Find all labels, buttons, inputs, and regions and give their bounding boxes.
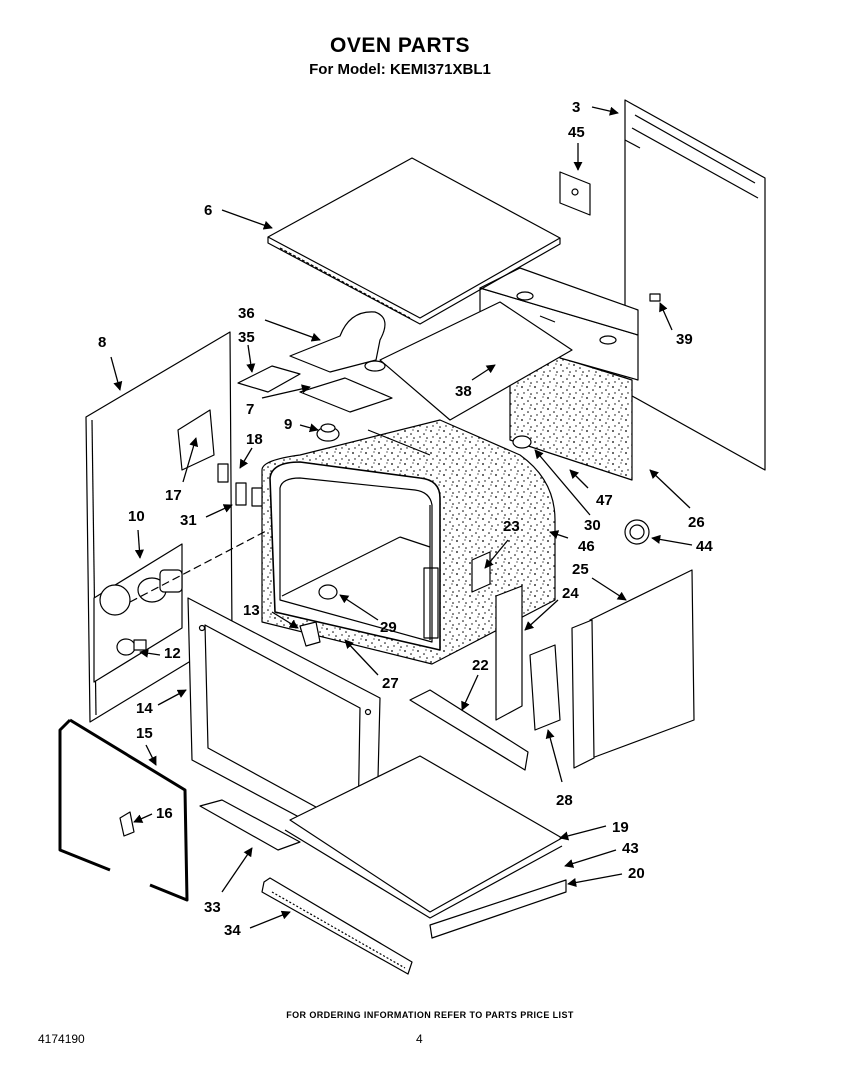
model-subtitle: For Model: KEMI371XBL1: [309, 61, 491, 78]
ordering-info-note: FOR ORDERING INFORMATION REFER TO PARTS …: [286, 1010, 574, 1020]
part-vent-9: [316, 423, 340, 442]
callout-17: 17: [165, 487, 182, 504]
callout-33: 33: [204, 899, 221, 916]
part-trim-43: [284, 829, 563, 919]
document-number: 4174190: [38, 1032, 85, 1046]
callout-7: 7: [246, 401, 254, 418]
callout-23: 23: [503, 518, 520, 535]
part-shield-38: [379, 301, 573, 421]
callout-labels: 3 45 6 39 8 36 35 38 7 9 18 17 31 47 26 …: [98, 99, 713, 939]
callout-13: 13: [243, 602, 260, 619]
page-title: OVEN PARTS: [330, 34, 470, 57]
callout-25: 25: [572, 561, 589, 578]
callout-47: 47: [596, 492, 613, 509]
part-duct-36: [289, 311, 386, 373]
part-light-assembly: [93, 543, 183, 683]
part-clips-18: [217, 463, 263, 507]
part-side-shield-25: [571, 569, 695, 769]
callout-39: 39: [676, 331, 693, 348]
callout-10: 10: [128, 508, 145, 525]
callout-46: 46: [578, 538, 595, 555]
callout-45: 45: [568, 124, 585, 141]
part-clip-13: [299, 621, 321, 647]
callout-15: 15: [136, 725, 153, 742]
part-hinge-28: [529, 644, 561, 731]
part-rail-22: [409, 689, 529, 771]
callout-8: 8: [98, 334, 106, 351]
callout-26: 26: [688, 514, 705, 531]
callout-16: 16: [156, 805, 173, 822]
callout-12: 12: [164, 645, 181, 662]
callout-14: 14: [136, 700, 153, 717]
part-oven-cavity: [261, 419, 556, 665]
part-vent-grille: [261, 877, 413, 975]
callout-43: 43: [622, 840, 639, 857]
part-top-panel: [267, 157, 561, 325]
callout-28: 28: [556, 792, 573, 809]
part-bracket-45: [559, 171, 591, 216]
callout-6: 6: [204, 202, 212, 219]
part-clip-39: [649, 293, 661, 302]
callout-18: 18: [246, 431, 263, 448]
part-bracket-7: [299, 377, 393, 413]
part-clip-31: [235, 482, 247, 506]
part-bulb-12: [116, 638, 147, 656]
callout-30: 30: [584, 517, 601, 534]
part-strip-20: [429, 879, 567, 939]
callout-34: 34: [224, 922, 241, 939]
callout-44: 44: [696, 538, 713, 555]
callout-36: 36: [238, 305, 255, 322]
leader-arrows: [110, 106, 693, 929]
part-trim-33: [199, 799, 301, 851]
callout-29: 29: [380, 619, 397, 636]
callout-24: 24: [562, 585, 579, 602]
callout-22: 22: [472, 657, 489, 674]
part-ring-44: [624, 519, 650, 545]
callout-19: 19: [612, 819, 629, 836]
callout-31: 31: [180, 512, 197, 529]
part-hinge-plate-24: [495, 585, 523, 721]
part-bracket-35: [237, 365, 301, 393]
page-number: 4: [416, 1032, 423, 1046]
callout-9: 9: [284, 416, 292, 433]
callout-35: 35: [238, 329, 255, 346]
callout-38: 38: [455, 383, 472, 400]
part-clip-16: [119, 811, 135, 837]
part-door-gasket: [58, 718, 189, 902]
callout-27: 27: [382, 675, 399, 692]
callout-3: 3: [572, 99, 580, 116]
part-plug-30: [512, 435, 532, 449]
part-back-panel: [624, 99, 766, 471]
callout-20: 20: [628, 865, 645, 882]
